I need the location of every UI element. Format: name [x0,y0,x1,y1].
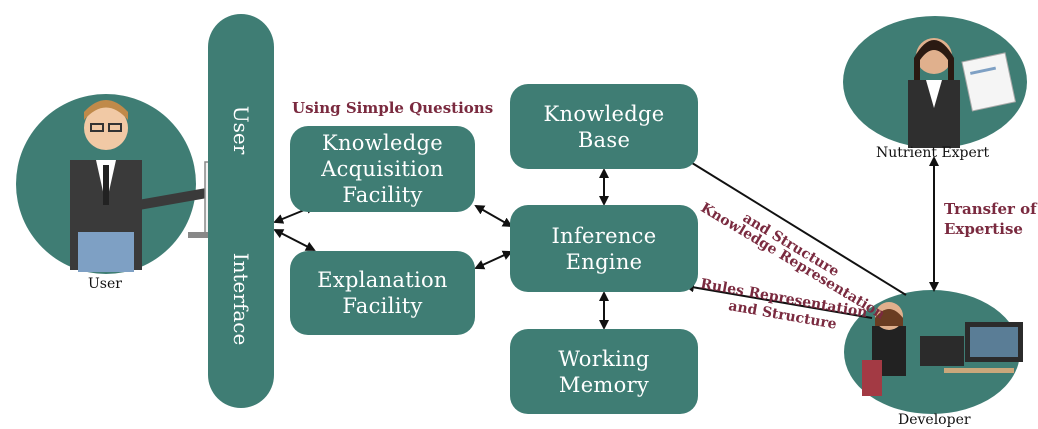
nutrient-expert-illustration [843,16,1027,148]
user-illustration [16,94,209,274]
pillar-top-text: User [229,105,253,155]
knowledge-base-box: Knowledge Base [510,84,698,169]
nutrient-expert-label: Nutrient Expert [876,145,990,161]
pillar-bottom-text: Interface [229,252,253,346]
user-label: User [88,276,122,292]
developer-label: Developer [898,412,971,428]
working-memory-box: Working Memory [510,329,698,414]
user-interface-pillar [208,14,274,408]
inference-engine-box: Inference Engine [510,205,698,292]
knowledge-acquisition-box: Knowledge Acquisition Facility [290,126,475,212]
transfer-of-expertise-label: Transfer of Expertise [944,200,1037,238]
explanation-box: Explanation Facility [290,251,475,335]
using-simple-questions-label: Using Simple Questions [292,99,494,117]
